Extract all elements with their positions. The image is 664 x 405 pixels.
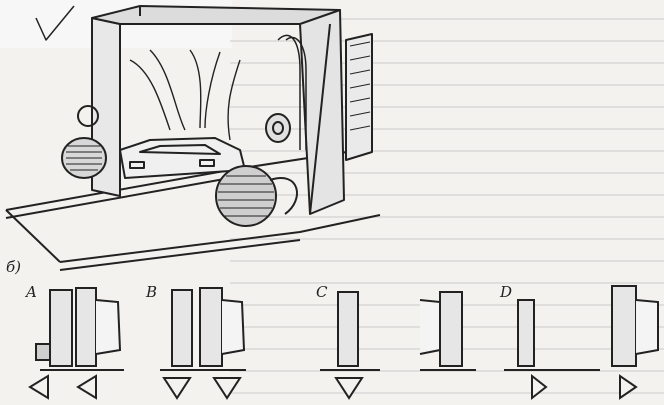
arrow-down-b2	[212, 377, 242, 400]
gantry-b2	[199, 287, 223, 367]
gantry-b1	[171, 289, 193, 367]
position-label-c: C	[316, 283, 328, 301]
gantry-c2	[439, 291, 463, 367]
position-label-a: A	[26, 283, 37, 301]
arrow-right-d2	[619, 374, 638, 400]
arrow-right-d1	[531, 373, 548, 401]
arrow-down-c	[334, 377, 364, 400]
position-label-b: B	[146, 283, 158, 301]
gantry-c1	[337, 291, 359, 367]
handwritten-mark	[35, 5, 75, 41]
gantry-d2	[611, 285, 637, 367]
arrow-left-a2	[76, 374, 97, 400]
arrow-left-a1	[28, 374, 49, 400]
panel-b-label: б)	[6, 258, 22, 276]
gantry-a2	[75, 287, 97, 367]
gantry-a1	[49, 289, 73, 367]
arrow-down-b1	[162, 377, 192, 400]
gantry-d1	[517, 299, 535, 367]
position-label-d: D	[500, 283, 513, 301]
